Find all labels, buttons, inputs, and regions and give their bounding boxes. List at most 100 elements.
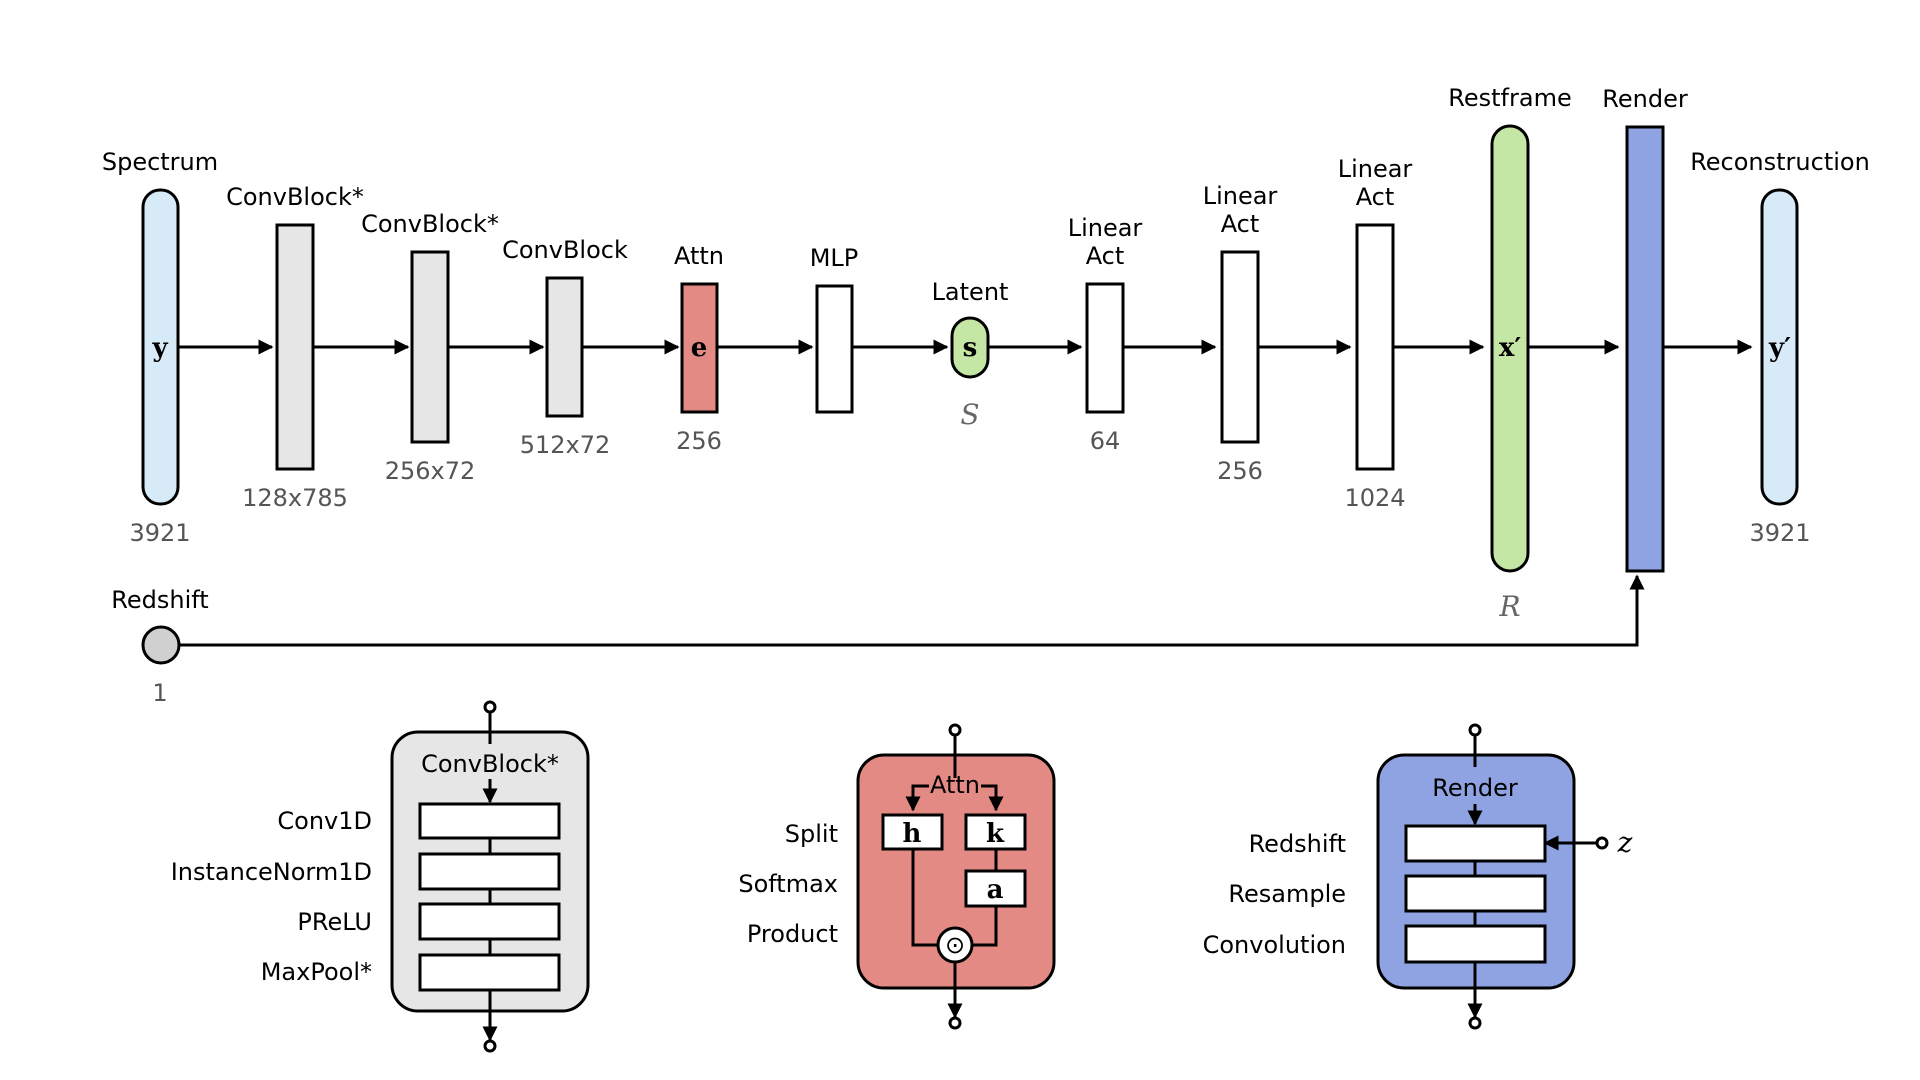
a-box	[964, 869, 1027, 908]
convblock-detail-input-port	[483, 700, 497, 714]
spectrum-size: 3921	[129, 519, 190, 547]
restframe-math: R	[1498, 590, 1520, 623]
linear-act-1-node: Linear Act 64	[1068, 214, 1143, 455]
linear-act-2-label-line1: Linear	[1203, 182, 1278, 210]
convblock-2-block	[410, 250, 450, 444]
convblock-1-node: ConvBlock* 128x785	[226, 183, 364, 512]
hadamard-product-node	[936, 926, 974, 964]
attn-detail-title: Attn	[930, 771, 980, 799]
linear-act-3-block	[1355, 223, 1395, 471]
h-symbol: h	[903, 819, 922, 849]
render-detail-output-port	[1468, 1016, 1482, 1030]
hadamard-symbol: ⊙	[945, 931, 965, 959]
restframe-block	[1490, 124, 1530, 573]
restframe-label: Restframe	[1448, 84, 1571, 112]
spectrum-node: Spectrum y 3921	[102, 148, 218, 547]
product-label: Product	[747, 920, 838, 948]
linear-act-2-block	[1220, 250, 1260, 444]
k-box	[964, 813, 1027, 851]
restframe-symbol: x′	[1499, 333, 1522, 363]
mlp-node: MLP	[810, 244, 859, 414]
restframe-node: Restframe x′ R	[1448, 84, 1571, 623]
render-detail-title: Render	[1432, 774, 1518, 802]
linear-act-1-label-line2: Act	[1086, 242, 1125, 270]
convblock-3-node: ConvBlock 512x72	[502, 236, 628, 459]
attn-label: Attn	[674, 242, 724, 270]
maxpool-label: MaxPool*	[261, 958, 372, 986]
reconstruction-symbol: y′	[1768, 333, 1791, 363]
convolution-layer-label: Convolution	[1203, 931, 1346, 959]
linear-act-3-label-line2: Act	[1356, 183, 1395, 211]
convblock-detail: ConvBlock* Conv1D InstanceNorm1D PReLU M…	[171, 700, 590, 1053]
mlp-block	[815, 284, 854, 414]
a-symbol: a	[987, 875, 1004, 905]
linear-act-3-size: 1024	[1344, 484, 1405, 512]
linear-act-3-label-line1: Linear	[1338, 155, 1413, 183]
convblock-1-size: 128x785	[242, 484, 348, 512]
convblock-1-block	[275, 223, 315, 471]
k-symbol: k	[986, 819, 1005, 849]
convblock-3-size: 512x72	[520, 431, 611, 459]
attn-node: Attn e 256	[674, 242, 724, 455]
linear-act-1-block	[1085, 282, 1125, 414]
instancenorm1d-layer	[418, 852, 561, 891]
attn-block	[680, 282, 719, 414]
spectrum-label: Spectrum	[102, 148, 218, 176]
prelu-label: PReLU	[297, 908, 372, 936]
softmax-label: Softmax	[738, 870, 838, 898]
convolution-layer	[1404, 924, 1547, 964]
linear-act-1-size: 64	[1090, 427, 1121, 455]
linear-act-2-node: Linear Act 256	[1203, 182, 1278, 485]
prelu-layer	[418, 902, 561, 941]
convblock-3-block	[545, 276, 584, 418]
spectrum-block	[141, 188, 180, 506]
redshift-circle	[141, 625, 181, 665]
maxpool-layer	[418, 953, 561, 992]
attn-detail: Attn h k a ⊙ Split Softmax Product	[738, 723, 1056, 1030]
reconstruction-label: Reconstruction	[1690, 148, 1870, 176]
attn-size: 256	[676, 427, 722, 455]
conv1d-label: Conv1D	[277, 807, 372, 835]
instancenorm1d-label: InstanceNorm1D	[171, 858, 372, 886]
linear-act-1-label-line1: Linear	[1068, 214, 1143, 242]
spectrum-symbol: y	[151, 333, 168, 363]
resample-layer-label: Resample	[1228, 880, 1346, 908]
mlp-label: MLP	[810, 244, 859, 272]
convblock-2-size: 256x72	[385, 457, 476, 485]
redshift-node: Redshift 1	[111, 586, 208, 707]
redshift-label: Redshift	[111, 586, 208, 614]
render-label: Render	[1602, 85, 1688, 113]
split-label: Split	[785, 820, 838, 848]
pipeline-arrows	[178, 339, 1753, 647]
attn-symbol: e	[691, 333, 708, 363]
render-detail: Render z Redshift Resample Convolution	[1203, 723, 1633, 1030]
h-box	[881, 813, 944, 851]
linear-act-2-label-line2: Act	[1221, 210, 1260, 238]
latent-symbol: s	[963, 333, 978, 363]
convblock-detail-title: ConvBlock*	[421, 750, 559, 778]
convblock-3-label: ConvBlock	[502, 236, 628, 264]
convblock-2-node: ConvBlock* 256x72	[361, 210, 499, 485]
reconstruction-size: 3921	[1749, 519, 1810, 547]
resample-layer	[1404, 874, 1547, 913]
linear-act-3-node: Linear Act 1024	[1338, 155, 1413, 512]
latent-node: Latent s S	[932, 278, 1009, 431]
linear-act-2-size: 256	[1217, 457, 1263, 485]
redshift-layer-label: Redshift	[1249, 830, 1346, 858]
redshift-input-port	[1595, 836, 1609, 850]
render-node: Render	[1602, 85, 1688, 573]
convblock-1-label: ConvBlock*	[226, 183, 364, 211]
render-detail-input-port	[1468, 723, 1482, 737]
redshift-size: 1	[152, 679, 167, 707]
latent-block	[950, 316, 990, 379]
convblock-2-label: ConvBlock*	[361, 210, 499, 238]
convblock-detail-output-port	[483, 1039, 497, 1053]
conv1d-layer	[418, 802, 561, 840]
attn-detail-output-port	[948, 1016, 962, 1030]
attn-detail-input-port	[948, 723, 962, 737]
redshift-input-symbol: z	[1617, 826, 1633, 859]
redshift-layer	[1404, 824, 1547, 863]
reconstruction-node: Reconstruction y′ 3921	[1690, 148, 1870, 547]
